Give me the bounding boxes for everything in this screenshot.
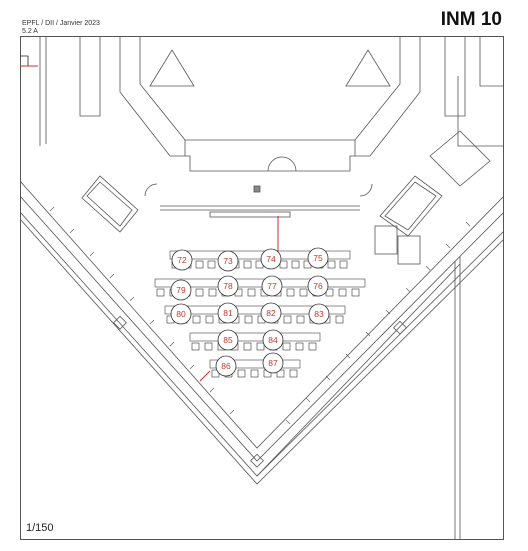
upper-wing-outline [39, 36, 504, 172]
svg-text:74: 74 [266, 254, 276, 264]
seat-85: 85 [217, 329, 239, 351]
wall-ticks [49, 206, 471, 425]
svg-text:82: 82 [266, 308, 276, 318]
seat-73: 73 [217, 250, 239, 272]
seat-86: 86 [215, 355, 237, 377]
svg-text:87: 87 [268, 358, 278, 368]
seat-80: 80 [170, 303, 192, 325]
seat-78: 78 [217, 275, 239, 297]
floor-plan-drawing: 72 73 74 75 79 78 77 76 80 81 82 83 85 8… [20, 36, 504, 539]
svg-text:79: 79 [176, 285, 186, 295]
outer-walls [20, 76, 504, 539]
seat-81: 81 [217, 302, 239, 324]
seat-75: 75 [307, 247, 329, 269]
seat-87: 87 [262, 352, 284, 374]
meta-line-2: 5.2 A [22, 28, 38, 35]
drawing-scale: 1/150 [26, 522, 54, 534]
svg-text:83: 83 [314, 309, 324, 319]
plan-frame [20, 36, 504, 540]
seat-74: 74 [260, 248, 282, 270]
side-rooms [81, 130, 491, 265]
edge-marker [20, 55, 29, 67]
front-wall [160, 205, 360, 211]
svg-text:78: 78 [223, 281, 233, 291]
svg-text:73: 73 [223, 256, 233, 266]
svg-text:75: 75 [313, 253, 323, 263]
pillars [113, 315, 407, 468]
svg-text:76: 76 [313, 281, 323, 291]
seat-79: 79 [170, 279, 192, 301]
sheet-metadata: EPFL / DII / Janvier 2023 5.2 A [22, 20, 100, 36]
front-desk [209, 211, 291, 218]
desk-rows [154, 250, 366, 369]
seat-83: 83 [308, 303, 330, 325]
svg-text:84: 84 [268, 335, 278, 345]
svg-text:81: 81 [223, 308, 233, 318]
seat-82: 82 [260, 302, 282, 324]
seat-72: 72 [171, 249, 193, 271]
diagonal-accent [199, 370, 211, 382]
door-arcs [144, 156, 373, 197]
svg-text:77: 77 [267, 281, 277, 291]
room-code-title: INM 10 [440, 9, 502, 30]
seat-77: 77 [261, 275, 283, 297]
column-marker [253, 185, 261, 193]
seat-84: 84 [262, 329, 284, 351]
meta-line-1: EPFL / DII / Janvier 2023 [22, 20, 100, 27]
svg-text:85: 85 [223, 335, 233, 345]
seat-markers: 72 73 74 75 79 78 77 76 80 81 82 83 85 8… [170, 247, 330, 377]
seat-76: 76 [307, 275, 329, 297]
svg-text:72: 72 [177, 255, 187, 265]
svg-text:86: 86 [221, 361, 231, 371]
svg-text:80: 80 [176, 309, 186, 319]
